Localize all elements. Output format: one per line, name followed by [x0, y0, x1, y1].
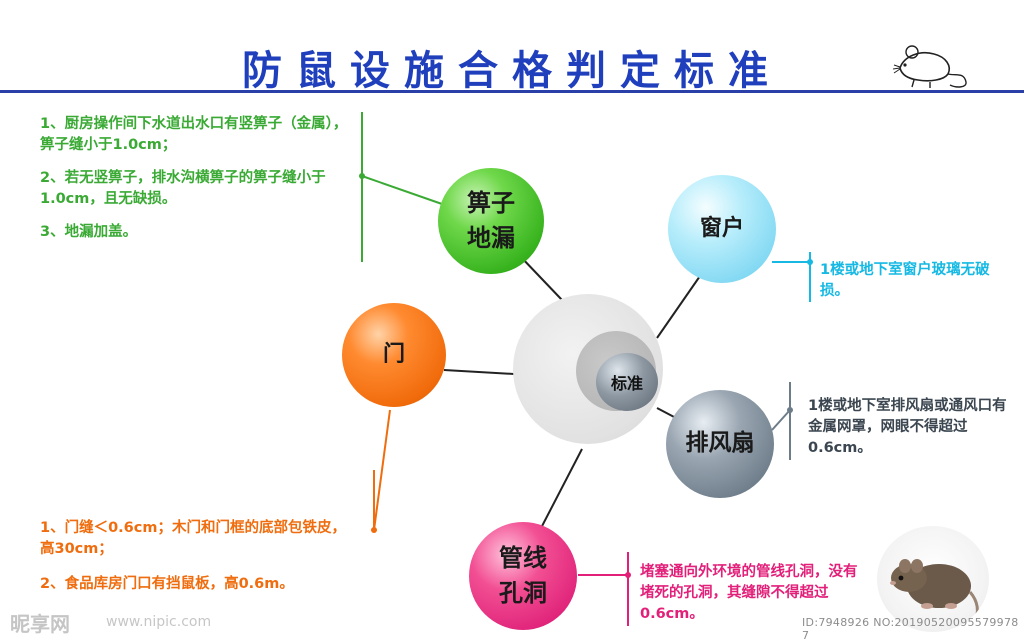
- node-grate-floor-drain: 箅子 地漏: [438, 168, 544, 274]
- node-exhaust-fan-label: 排风扇: [685, 430, 755, 457]
- window-description: 1楼或地下室窗户玻璃无破损。: [820, 260, 1010, 302]
- node-window: 窗户: [668, 175, 776, 283]
- node-window-label: 窗户: [699, 216, 744, 242]
- image-id-text: ID:7948926 NO:20190520095579978 7: [802, 616, 1019, 642]
- grate-item-1: 1、厨房操作间下水道出水口有竖箅子（金属），箅子缝小于1.0cm；: [40, 116, 348, 154]
- node-pipe-holes-label: 管线 孔洞: [499, 544, 547, 607]
- watermark-logo: 昵享网: [10, 612, 70, 636]
- window-item-1: 1楼或地下室窗户玻璃无破损。: [820, 262, 990, 300]
- page-title: 防鼠设施合格判定标准: [242, 47, 782, 94]
- title-underline: [0, 90, 1024, 93]
- rat-photo: [877, 526, 989, 632]
- mouse-sketch-icon: [892, 45, 967, 88]
- exhaust-fan-item-1: 1楼或地下室排风扇或通风口有金属网罩，网眼不得超过0.6cm。: [808, 398, 1007, 457]
- center-standard-node: 标准: [596, 353, 658, 411]
- door-description: 1、门缝＜0.6cm；木门和门框的底部包铁皮，高30cm； 2、食品库房门口有挡…: [40, 518, 360, 609]
- node-grate-label: 箅子 地漏: [467, 189, 515, 252]
- grate-item-2: 2、若无竖箅子，排水沟横箅子的箅子缝小于1.0cm，且无缺损。: [40, 170, 326, 208]
- door-item-2: 2、食品库房门口有挡鼠板，高0.6m。: [40, 576, 294, 593]
- rat-icon: [890, 559, 979, 625]
- watermark-url: www.nipic.com: [106, 614, 212, 630]
- grate-item-3: 3、地漏加盖。: [40, 224, 138, 241]
- node-pipe-holes: 管线 孔洞: [469, 522, 577, 630]
- center-label: 标准: [610, 374, 643, 393]
- node-door: 门: [342, 303, 446, 407]
- node-door-label: 门: [382, 342, 405, 368]
- pipe-holes-description: 堵塞通向外环境的管线孔洞，没有堵死的孔洞，其缝隙不得超过0.6cm。: [640, 562, 860, 625]
- node-exhaust-fan: 排风扇: [666, 390, 774, 498]
- pipe-holes-item-1: 堵塞通向外环境的管线孔洞，没有堵死的孔洞，其缝隙不得超过0.6cm。: [640, 564, 858, 623]
- exhaust-fan-description: 1楼或地下室排风扇或通风口有金属网罩，网眼不得超过0.6cm。: [808, 396, 1008, 459]
- door-item-1: 1、门缝＜0.6cm；木门和门框的底部包铁皮，高30cm；: [40, 520, 346, 558]
- grate-description: 1、厨房操作间下水道出水口有竖箅子（金属），箅子缝小于1.0cm； 2、若无竖箅…: [40, 114, 358, 255]
